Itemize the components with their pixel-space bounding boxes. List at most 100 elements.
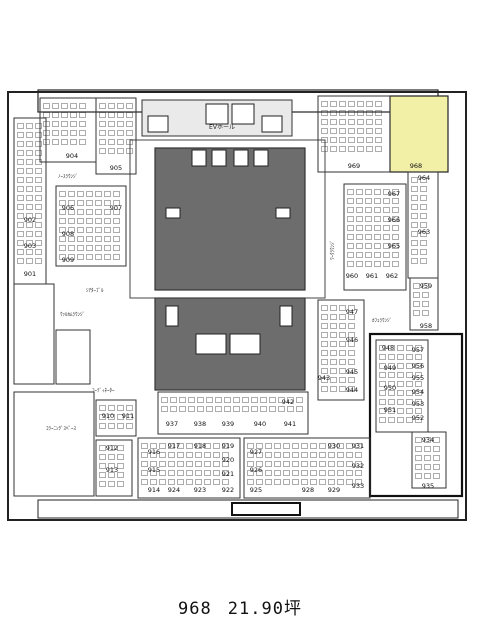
desk xyxy=(321,359,328,365)
desk xyxy=(35,177,42,183)
room-number-940: 940 xyxy=(254,420,266,428)
desk xyxy=(356,252,363,258)
desk xyxy=(233,397,240,403)
room-number-965: 965 xyxy=(388,242,400,250)
desk xyxy=(26,249,33,255)
desk xyxy=(283,443,290,449)
desk xyxy=(274,470,281,476)
desk xyxy=(274,452,281,458)
room-number-945: 945 xyxy=(346,368,358,376)
desk xyxy=(411,231,418,237)
desk xyxy=(392,252,399,258)
desk xyxy=(86,200,93,206)
desk xyxy=(269,406,276,412)
desk xyxy=(26,231,33,237)
elevator-d xyxy=(261,115,283,133)
desk xyxy=(365,225,372,231)
room-number-968: 968 xyxy=(410,162,422,170)
desk xyxy=(104,236,111,242)
desk xyxy=(415,372,422,378)
desk xyxy=(86,218,93,224)
desk xyxy=(411,213,418,219)
desk xyxy=(383,261,390,267)
desk xyxy=(168,443,175,449)
desk xyxy=(383,225,390,231)
desk xyxy=(374,252,381,258)
desk xyxy=(274,443,281,449)
room-number-906: 906 xyxy=(62,204,74,212)
desk xyxy=(79,103,86,109)
desk xyxy=(310,452,317,458)
desk xyxy=(420,213,427,219)
desk xyxy=(420,231,427,237)
desk xyxy=(406,417,413,423)
desk xyxy=(59,254,66,260)
desk xyxy=(79,121,86,127)
desk xyxy=(108,454,115,460)
room-number-932: 932 xyxy=(352,462,364,470)
desk xyxy=(126,121,133,127)
desk xyxy=(330,386,337,392)
desk xyxy=(188,397,195,403)
label-colearning-space: ｺﾗｰﾆﾝｸﾞｽﾍﾟｰｽ xyxy=(46,425,77,432)
desk xyxy=(35,222,42,228)
desk xyxy=(321,305,328,311)
desk xyxy=(70,139,77,145)
desk xyxy=(339,314,346,320)
desk xyxy=(328,452,335,458)
desk xyxy=(256,452,263,458)
desk xyxy=(99,148,106,154)
desk xyxy=(68,236,75,242)
desk xyxy=(17,249,24,255)
desk xyxy=(86,254,93,260)
desk xyxy=(388,354,395,360)
desk xyxy=(330,341,337,347)
desk xyxy=(17,240,24,246)
desk xyxy=(95,245,102,251)
core-box-3 xyxy=(233,149,249,167)
core-box-6 xyxy=(275,207,291,219)
room-number-911: 911 xyxy=(122,412,134,420)
desk xyxy=(117,414,124,420)
desk xyxy=(113,227,120,233)
desk xyxy=(197,406,204,412)
desk xyxy=(388,399,395,405)
desk xyxy=(247,443,254,449)
room-number-957: 957 xyxy=(412,346,424,354)
desk xyxy=(296,406,303,412)
desk xyxy=(365,252,372,258)
desk xyxy=(99,445,106,451)
desk xyxy=(177,479,184,485)
desk xyxy=(26,195,33,201)
desk xyxy=(330,305,337,311)
desk xyxy=(108,139,115,145)
desk xyxy=(150,443,157,449)
desk xyxy=(406,372,413,378)
desk xyxy=(195,443,202,449)
room-outlines xyxy=(13,95,447,499)
desk xyxy=(339,137,346,143)
desk xyxy=(204,470,211,476)
desk xyxy=(330,128,337,134)
desk xyxy=(17,213,24,219)
desk xyxy=(247,470,254,476)
desk xyxy=(159,470,166,476)
desk xyxy=(406,408,413,414)
room-number-918: 918 xyxy=(194,442,206,450)
desk xyxy=(415,437,422,443)
desk xyxy=(113,245,120,251)
desk xyxy=(339,119,346,125)
desk xyxy=(222,470,229,476)
desk xyxy=(108,445,115,451)
desk xyxy=(406,381,413,387)
desk xyxy=(278,406,285,412)
desk xyxy=(113,209,120,215)
desk xyxy=(415,354,422,360)
desk xyxy=(99,463,106,469)
desk xyxy=(339,146,346,152)
desk xyxy=(104,209,111,215)
desk xyxy=(170,406,177,412)
desk xyxy=(420,222,427,228)
room-number-913: 913 xyxy=(106,466,118,474)
desk xyxy=(292,479,299,485)
